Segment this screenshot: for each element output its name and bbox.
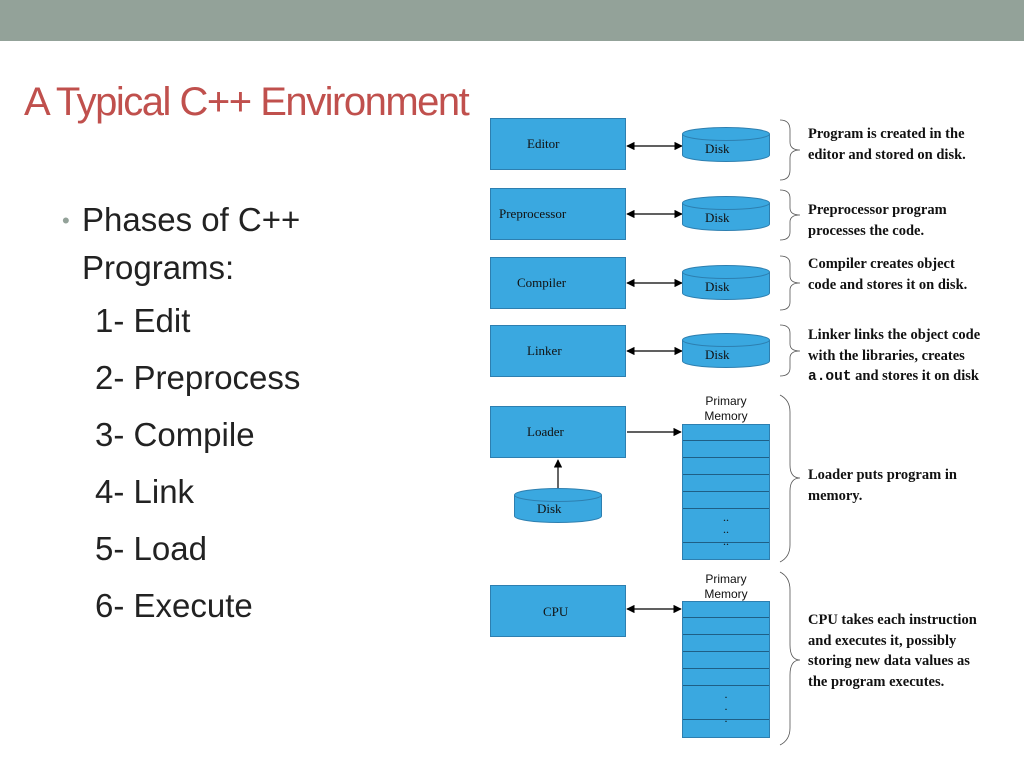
disk-label: Disk: [705, 347, 730, 362]
disk-label: Disk: [705, 279, 730, 294]
disk-icon: [514, 488, 602, 523]
cpu-description: CPU takes each instruction and executes …: [808, 612, 977, 690]
memory-cell: [683, 458, 769, 475]
phase-edit: 1- Edit: [95, 302, 191, 339]
editor-label: Editor: [527, 136, 560, 151]
loader-disk: Disk: [514, 488, 602, 524]
compiler-box: Compiler: [490, 257, 626, 309]
preprocessor-disk: Disk: [682, 196, 770, 232]
phase-execute: 6- Execute: [95, 587, 253, 624]
bullet-text-line1: Phases of C++: [82, 201, 301, 238]
linker-disk: Disk: [682, 333, 770, 369]
brace-loader: [779, 394, 801, 563]
memory-cell: [683, 635, 769, 652]
compiler-description: Compiler creates object code and stores …: [808, 256, 968, 293]
memory-cell: [683, 475, 769, 492]
phase-load: 5- Load: [95, 530, 207, 567]
memory-cell: [683, 669, 769, 686]
cpu-primary-memory: ...: [682, 601, 770, 738]
cpu-box: CPU: [490, 585, 626, 637]
bullet-dot-icon: •: [62, 208, 70, 233]
loader-label: Loader: [527, 424, 564, 439]
disk-label: Disk: [705, 141, 730, 156]
aout-code: a.out: [808, 369, 852, 385]
disk-icon: [682, 196, 770, 231]
cpu-label: CPU: [543, 604, 569, 619]
brace-cpu: [779, 571, 801, 746]
compiler-disk: Disk: [682, 265, 770, 301]
bullet-item: • Phases of C++ Programs:: [62, 196, 300, 292]
memory-ellipsis: ...: [683, 686, 769, 724]
memory-cell: [683, 618, 769, 635]
editor-description: Program is created in the editor and sto…: [808, 126, 966, 163]
bullet-text-line2: Programs:: [82, 249, 235, 286]
linker-description: Linker links the object code with the li…: [808, 325, 983, 388]
slide-title: A Typical C++ Environment: [24, 80, 470, 124]
linker-description-end: and stores it on disk: [851, 368, 979, 384]
disk-label: Disk: [537, 501, 562, 516]
disk-label: Disk: [705, 210, 730, 225]
phase-link: 4- Link: [95, 473, 195, 510]
brace-compiler: [779, 255, 801, 311]
memory-cell: [683, 602, 769, 618]
brace-linker: [779, 324, 801, 377]
preprocessor-description: Preprocessor program processes the code.: [808, 202, 947, 239]
memory-cell: [683, 425, 769, 441]
disk-icon: [682, 265, 770, 300]
memory-cell: [683, 652, 769, 669]
memory-cell: [683, 441, 769, 458]
compiler-label: Compiler: [517, 275, 567, 290]
disk-icon: [682, 333, 770, 368]
brace-editor: [779, 119, 801, 181]
linker-label: Linker: [527, 343, 562, 358]
loader-description: Loader puts program in memory.: [808, 467, 957, 504]
phase-preprocess: 2- Preprocess: [95, 359, 301, 396]
memory-ellipsis: ......: [683, 509, 769, 547]
memory-cell: [683, 492, 769, 509]
linker-description-text: Linker links the object code with the li…: [808, 327, 981, 364]
header-bar: [0, 0, 1024, 41]
disk-icon: [682, 127, 770, 162]
loader-memory-label: Primary Memory: [704, 394, 748, 423]
preprocessor-box: Preprocessor: [490, 188, 626, 240]
preprocessor-label: Preprocessor: [499, 206, 567, 221]
linker-box: Linker: [490, 325, 626, 377]
cpu-memory-label: Primary Memory: [704, 572, 748, 601]
loader-box: Loader: [490, 406, 626, 458]
phases-list: • Phases of C++ Programs: 1- Edit 2- Pre…: [62, 196, 300, 634]
phase-compile: 3- Compile: [95, 416, 255, 453]
editor-disk: Disk: [682, 127, 770, 163]
editor-box: Editor: [490, 118, 626, 170]
loader-primary-memory: ......: [682, 424, 770, 560]
brace-preprocessor: [779, 189, 801, 241]
